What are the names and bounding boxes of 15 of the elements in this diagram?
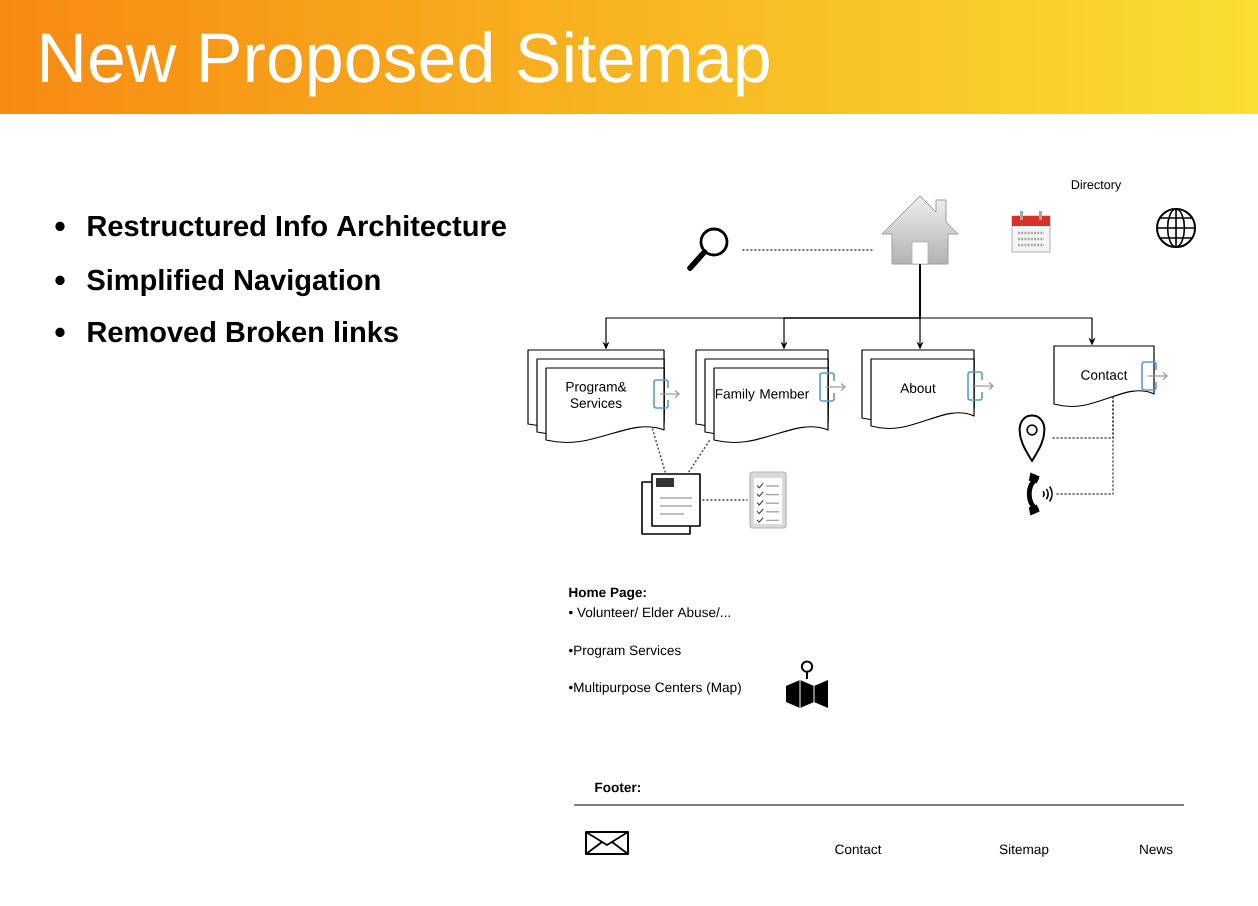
phone-icon xyxy=(1026,472,1053,516)
dotted-line xyxy=(686,439,711,475)
dotted-line xyxy=(741,249,875,251)
list-item: Restructured Info Architecture xyxy=(88,215,506,237)
dotted-line xyxy=(651,427,667,475)
house-icon xyxy=(881,195,959,265)
location-pin-icon xyxy=(1018,414,1046,462)
title: New Proposed Sitemap xyxy=(42,31,769,97)
dotted-line xyxy=(701,499,749,501)
dotted-line xyxy=(1055,395,1114,495)
list-item: Simplified Navigation xyxy=(87,269,380,297)
checklist-icon xyxy=(749,471,787,529)
search-icon xyxy=(687,227,729,271)
file-icon xyxy=(641,473,701,535)
list-item: Removed Broken links xyxy=(88,321,398,343)
